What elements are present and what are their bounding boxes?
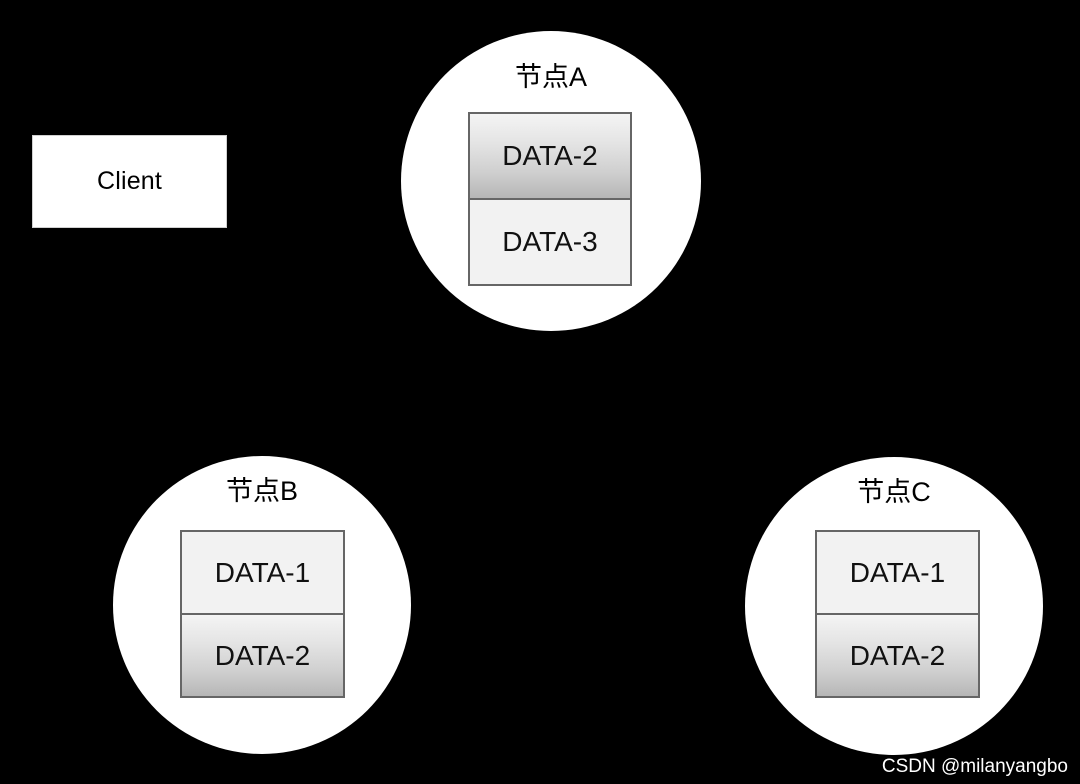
watermark: CSDN @milanyangbo [881, 756, 1068, 777]
node-a-circle[interactable]: 节点A DATA-2 DATA-3 [401, 31, 701, 331]
node-a-data-stack: DATA-2 DATA-3 [468, 112, 632, 286]
node-b-data-stack: DATA-1 DATA-2 [180, 530, 345, 698]
node-c-data-stack: DATA-1 DATA-2 [815, 530, 980, 698]
node-c-data-cell-0-label: DATA-1 [849, 556, 946, 588]
node-b-data-cell-0[interactable]: DATA-1 [182, 532, 343, 613]
node-c-data-cell-1-label: DATA-2 [849, 639, 946, 671]
node-b-data-cell-1[interactable]: DATA-2 [182, 613, 343, 696]
node-a-data-cell-0[interactable]: DATA-2 [470, 114, 630, 198]
client-box[interactable]: Client [32, 135, 227, 228]
client-label: Client [96, 167, 163, 195]
node-b-title: 节点B [225, 476, 298, 506]
node-a-title: 节点A [514, 62, 587, 92]
node-b-data-cell-1-label: DATA-2 [214, 639, 311, 671]
node-a-data-cell-1[interactable]: DATA-3 [470, 198, 630, 284]
node-c-title: 节点C [857, 477, 931, 507]
node-c-data-cell-0[interactable]: DATA-1 [817, 532, 978, 613]
node-b-data-cell-0-label: DATA-1 [214, 556, 311, 588]
node-c-data-cell-1[interactable]: DATA-2 [817, 613, 978, 696]
node-b-circle[interactable]: 节点B DATA-1 DATA-2 [113, 456, 411, 754]
node-a-data-cell-0-label: DATA-2 [502, 140, 598, 171]
node-c-circle[interactable]: 节点C DATA-1 DATA-2 [745, 457, 1043, 755]
node-a-data-cell-1-label: DATA-3 [502, 226, 598, 257]
